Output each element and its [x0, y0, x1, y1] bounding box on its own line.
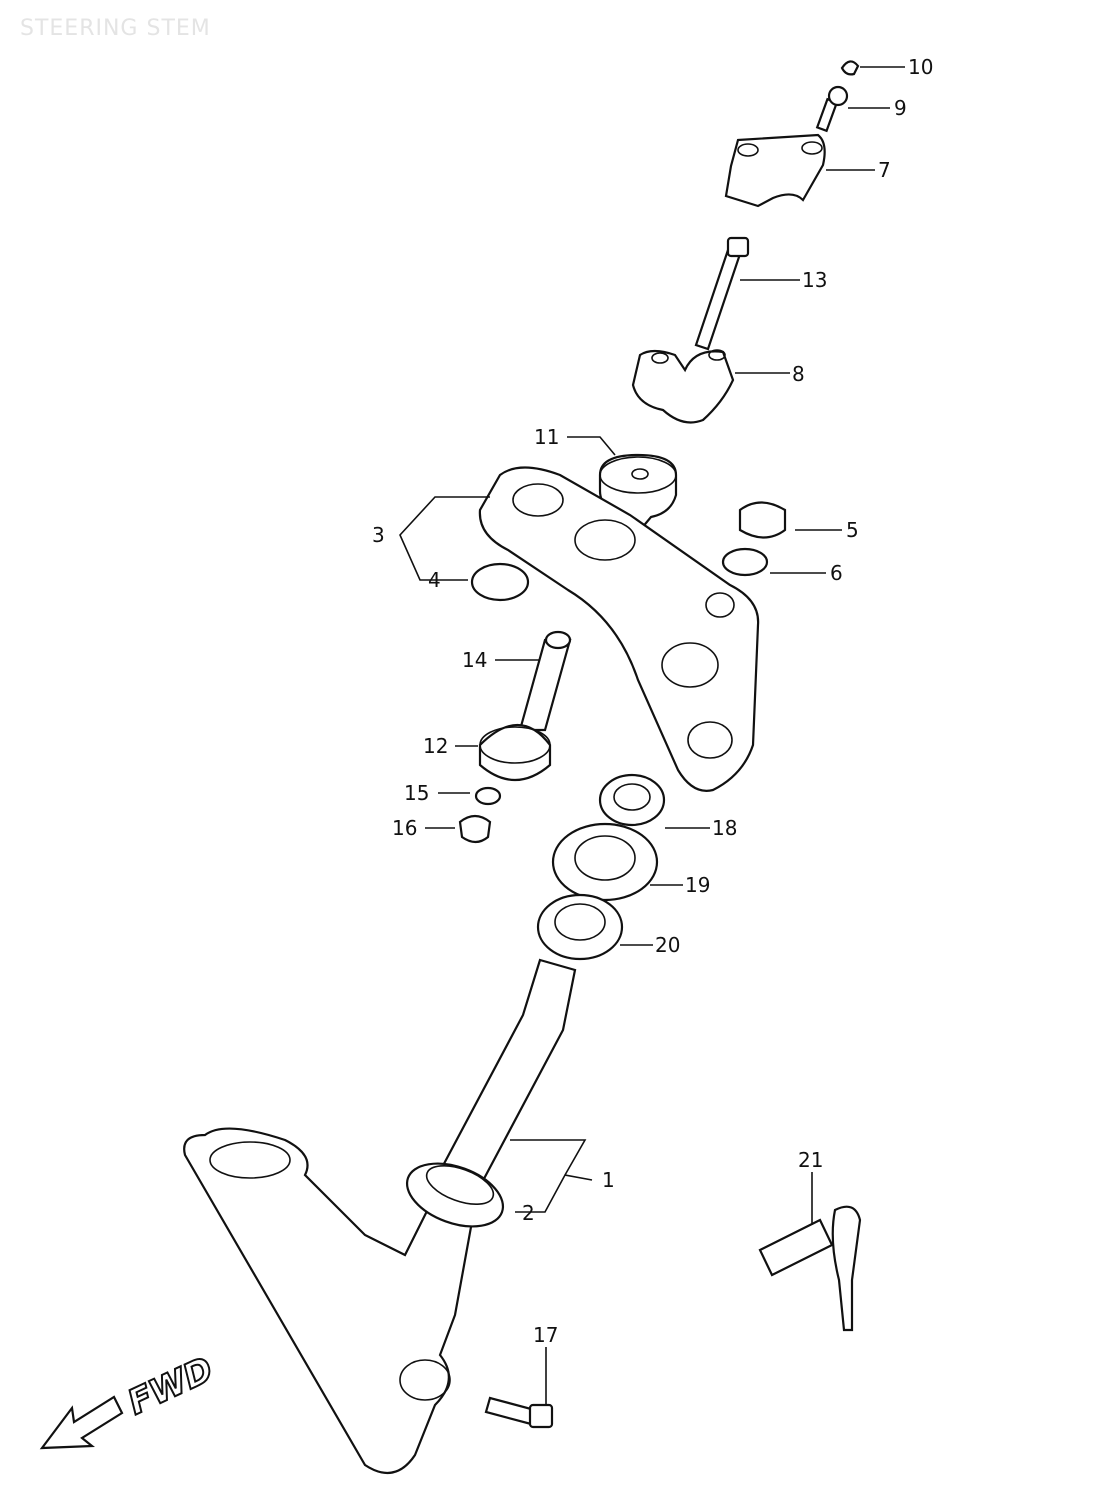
part-16-nut	[458, 814, 492, 844]
part-13-bolt	[694, 236, 750, 351]
part-19-dust-seal	[551, 822, 659, 902]
part-2-bearing	[405, 1162, 505, 1228]
diagram-title: STEERING STEM	[20, 16, 211, 41]
callout-7: 7	[878, 158, 891, 182]
part-3-upper-bracket	[478, 466, 760, 792]
part-12-holder	[478, 723, 552, 782]
callout-21: 21	[798, 1148, 823, 1172]
callout-1: 1	[602, 1168, 615, 1192]
callout-11: 11	[534, 425, 559, 449]
callout-6: 6	[830, 561, 843, 585]
callout-8: 8	[792, 362, 805, 386]
part-1-steering-stem	[183, 958, 577, 1475]
callout-17: 17	[533, 1323, 558, 1347]
callout-3: 3	[372, 523, 385, 547]
part-7-upper-clamp	[724, 133, 826, 208]
part-4-washer	[470, 562, 530, 602]
part-9-bolt	[815, 85, 849, 133]
callout-12: 12	[423, 734, 448, 758]
callout-2: 2	[522, 1201, 535, 1225]
part-14-shaft	[518, 630, 572, 732]
callout-18: 18	[712, 816, 737, 840]
callout-15: 15	[404, 781, 429, 805]
part-8-lower-clamp	[631, 349, 735, 424]
leader-lines	[399, 66, 905, 1405]
part-10-cap	[840, 60, 860, 76]
part-21-steering-lock	[758, 1205, 862, 1332]
part-6-washer	[721, 547, 769, 577]
part-20-bearing	[536, 893, 624, 961]
part-17-bolt	[484, 1396, 554, 1429]
callout-20: 20	[655, 933, 680, 957]
callout-10: 10	[908, 55, 933, 79]
forward-direction-arrow: FWD	[39, 1348, 220, 1450]
callout-14: 14	[462, 648, 487, 672]
callout-13: 13	[802, 268, 827, 292]
callout-19: 19	[685, 873, 710, 897]
fwd-label: FWD	[122, 1349, 220, 1423]
part-5-cap-nut	[738, 501, 787, 539]
callout-9: 9	[894, 96, 907, 120]
callout-5: 5	[846, 518, 859, 542]
part-15-washer	[474, 786, 502, 806]
callout-4: 4	[428, 568, 441, 592]
callout-16: 16	[392, 816, 417, 840]
part-18-stem-nut	[598, 773, 666, 827]
